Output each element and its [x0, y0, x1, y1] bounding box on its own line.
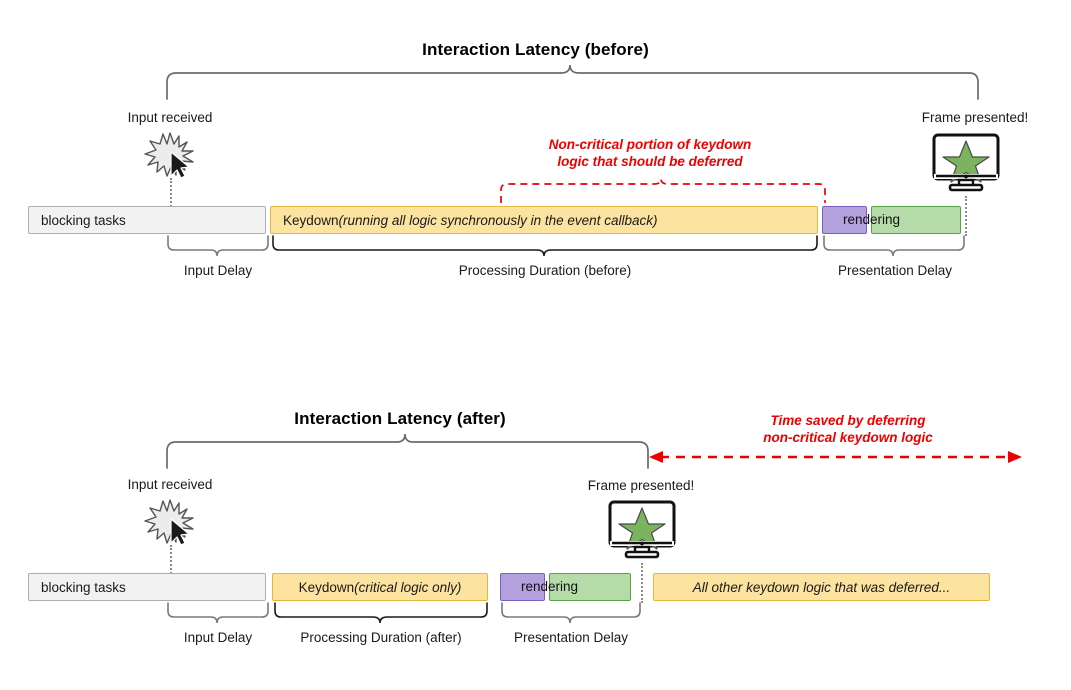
presentation-delay-brace-after — [500, 602, 642, 625]
monitor-star-icon-before — [928, 133, 1004, 195]
bar-deferred-work-after[interactable]: All other keydown logic that was deferre… — [653, 573, 990, 601]
bar-keydown-after[interactable]: Keydown (critical logic only) — [272, 573, 488, 601]
bar-keydown-label-em: (running all logic synchronously in the … — [338, 212, 658, 228]
rendering-label-after: rendering — [521, 579, 579, 594]
interaction-latency-brace-before — [165, 64, 980, 100]
bar-blocking-tasks-before[interactable]: blocking tasks — [28, 206, 266, 234]
input-sparkle-cursor-icon-after — [143, 497, 199, 549]
input-received-label-after: Input received — [127, 477, 213, 492]
bar-rendering-purple-after[interactable] — [500, 573, 545, 601]
input-received-label-before: Input received — [127, 110, 213, 125]
bar-rendering-green-before[interactable] — [871, 206, 961, 234]
bar-keydown-label-em: (critical logic only) — [354, 579, 462, 595]
processing-duration-label-after: Processing Duration (after) — [300, 630, 462, 645]
processing-duration-brace-before — [271, 235, 819, 258]
input-delay-brace-before — [166, 235, 270, 258]
frame-guide-line-after — [641, 563, 643, 603]
non-critical-dashed-brace — [498, 178, 828, 204]
frame-presented-label-before: Frame presented! — [921, 110, 1029, 125]
diagram-title-after: Interaction Latency (after) — [294, 409, 506, 428]
annotation-line-2: non-critical keydown logic — [763, 430, 933, 445]
monitor-star-icon-after — [604, 500, 680, 562]
annotation-line-2: logic that should be deferred — [557, 154, 743, 169]
processing-duration-brace-after — [273, 602, 489, 625]
bar-keydown-before[interactable]: Keydown (running all logic synchronously… — [270, 206, 818, 234]
diagram-title-before: Interaction Latency (before) — [422, 40, 649, 59]
presentation-delay-label-after: Presentation Delay — [513, 630, 629, 645]
bar-rendering-purple-before[interactable] — [822, 206, 867, 234]
bar-keydown-label: Keydown — [298, 579, 355, 595]
frame-guide-line-before — [965, 196, 967, 236]
presentation-delay-brace-before — [822, 235, 966, 258]
bar-rendering-green-after[interactable] — [549, 573, 631, 601]
bar-keydown-label: Keydown — [283, 212, 339, 228]
input-delay-label-after: Input Delay — [183, 630, 253, 645]
frame-presented-label-after: Frame presented! — [587, 478, 695, 493]
input-delay-label-before: Input Delay — [183, 263, 253, 278]
bar-blocking-tasks-after[interactable]: blocking tasks — [28, 573, 266, 601]
input-sparkle-cursor-icon — [143, 130, 199, 182]
non-critical-annotation-before: Non-critical portion of keydown logic th… — [470, 136, 830, 170]
annotation-line-1: Non-critical portion of keydown — [548, 137, 752, 152]
time-saved-annotation-after: Time saved by deferring non-critical key… — [668, 412, 1028, 446]
double-headed-dashed-arrow-icon — [648, 448, 1023, 466]
processing-duration-label-before: Processing Duration (before) — [458, 263, 632, 278]
rendering-label-before: rendering — [843, 212, 901, 227]
annotation-line-1: Time saved by deferring — [770, 413, 926, 428]
input-delay-brace-after — [166, 602, 270, 625]
interaction-latency-brace-after — [165, 433, 650, 469]
presentation-delay-label-before: Presentation Delay — [837, 263, 953, 278]
